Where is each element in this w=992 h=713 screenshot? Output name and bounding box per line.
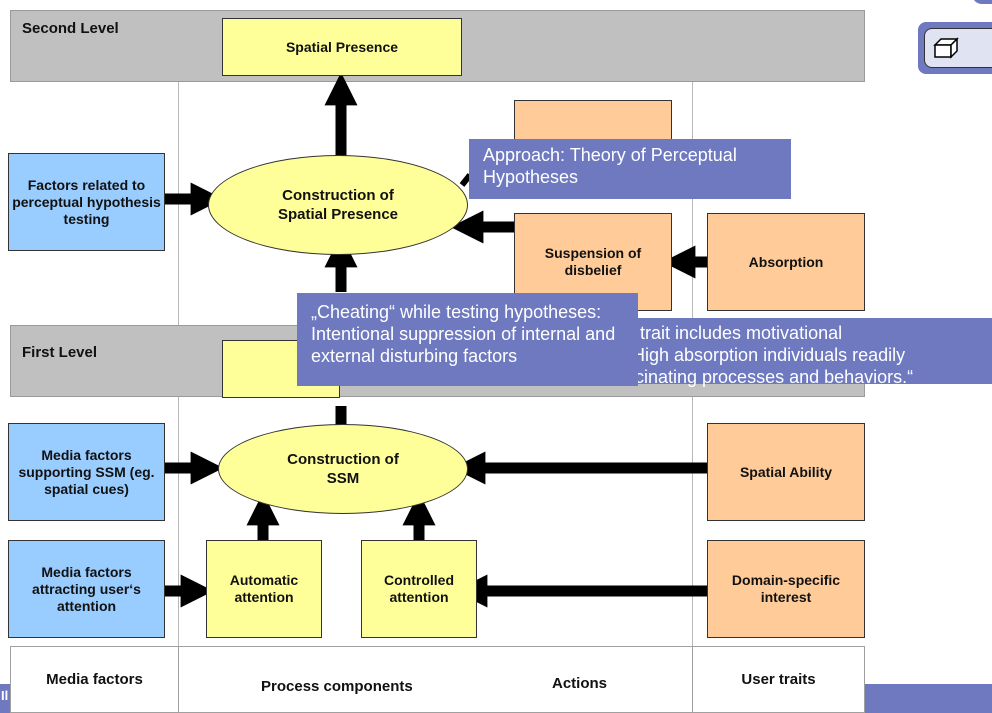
absorption-callout: s trait includes motivational „High abso… xyxy=(620,318,992,387)
absorption-callout-line1: s trait includes motivational xyxy=(626,323,843,343)
factors-perceptual-box: Factors related to perceptual hypothesis… xyxy=(8,153,165,251)
absorption-box: Absorption xyxy=(707,213,865,311)
approach-callout-text: Approach: Theory of Perceptual Hypothese… xyxy=(483,145,737,187)
footer-left-fragment: Il xyxy=(1,688,9,703)
footer-process-label: Process components xyxy=(261,678,413,695)
second-level-label: Second Level xyxy=(22,20,119,37)
construction-spatial-presence-ellipse: Construction of Spatial Presence xyxy=(208,155,468,255)
footer-actions-label: Actions xyxy=(552,675,608,692)
footer-user-traits: User traits xyxy=(692,646,865,713)
spatial-ability-box: Spatial Ability xyxy=(707,423,865,521)
absorption-callout-line3: scinating processes and behaviors.“ xyxy=(626,367,914,387)
footer-process-components: Process components Actions xyxy=(178,646,693,713)
controlled-attention-box: Controlled attention xyxy=(361,540,477,638)
cheating-callout: „Cheating“ while testing hypotheses: Int… xyxy=(297,293,638,386)
media-factors-attention-box: Media factors attracting user‘s attentio… xyxy=(8,540,165,638)
footer-media-factors: Media factors xyxy=(10,646,179,713)
approach-callout: Approach: Theory of Perceptual Hypothese… xyxy=(469,139,791,199)
arrow-approach-pointer xyxy=(459,173,473,187)
top-right-fragment xyxy=(972,0,992,4)
automatic-attention-box: Automatic attention xyxy=(206,540,322,638)
first-level-label: First Level xyxy=(22,344,98,361)
domain-interest-box: Domain-specific interest xyxy=(707,540,865,638)
cheating-callout-text: „Cheating“ while testing hypotheses: Int… xyxy=(311,302,616,366)
spatial-presence-box: Spatial Presence xyxy=(222,18,462,76)
construction-ssm-ellipse: Construction of SSM xyxy=(218,424,468,514)
cube-button-inner xyxy=(924,28,992,68)
absorption-callout-line2: „High absorption individuals readily xyxy=(626,345,906,365)
cube-button[interactable] xyxy=(918,22,992,74)
media-factors-ssm-box: Media factors supporting SSM (eg. spatia… xyxy=(8,423,165,521)
cube-icon xyxy=(933,37,959,59)
